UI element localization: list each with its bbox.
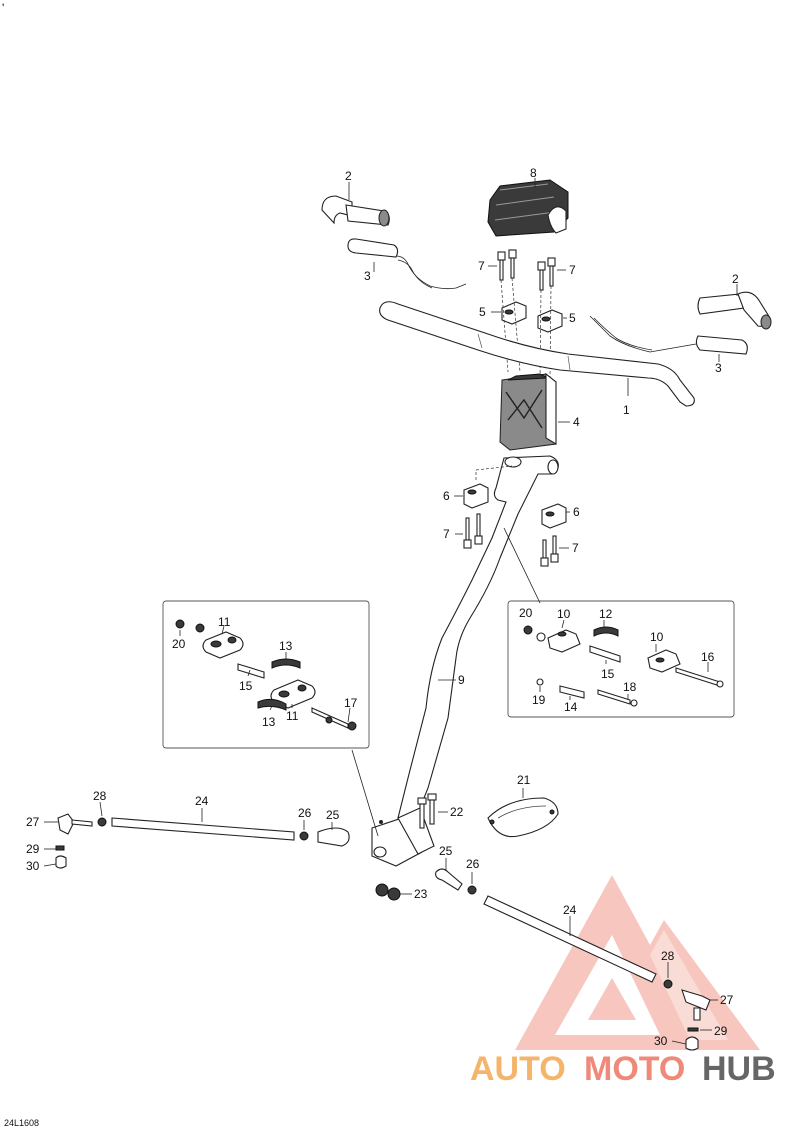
corner-mark: ' xyxy=(2,1,4,15)
callout-11-upper: 11 xyxy=(218,615,231,629)
callout-15-right: 15 xyxy=(601,667,615,681)
callout-14: 14 xyxy=(564,700,578,714)
callout-27-left: 27 xyxy=(26,815,40,829)
callout-7-upper-right: 7 xyxy=(569,263,576,277)
callout-24-left: 24 xyxy=(195,794,209,808)
part-2-grip-right xyxy=(697,291,772,330)
detail-left-parts xyxy=(175,619,357,731)
callout-12: 12 xyxy=(599,607,613,621)
callout-23: 23 xyxy=(414,887,428,901)
part-1-handlebar xyxy=(379,301,695,407)
part-5-clamp-right xyxy=(537,309,563,333)
part-8-handlebar-cover xyxy=(487,179,569,237)
part-24-tie-rod-left xyxy=(55,813,350,869)
callout-29-right: 29 xyxy=(714,1024,728,1038)
part-7-bolts-upper-left xyxy=(497,249,517,281)
callout-25-left: 25 xyxy=(326,808,340,822)
watermark-moto: MOTO xyxy=(584,1050,685,1088)
callout-6-right: 6 xyxy=(573,505,580,519)
callout-17: 17 xyxy=(344,696,358,710)
detail-box-right xyxy=(507,600,735,718)
callout-26-left: 26 xyxy=(298,806,312,820)
part-6-clamp-left xyxy=(463,483,489,509)
callout-30-right: 30 xyxy=(654,1034,668,1048)
callout-24-right: 24 xyxy=(563,903,577,917)
callout-29-left: 29 xyxy=(26,842,40,856)
part-22-bolts xyxy=(417,793,437,829)
part-4-riser-block xyxy=(499,372,557,451)
watermark-auto: AUTO xyxy=(470,1050,566,1088)
callout-20-right: 20 xyxy=(519,606,533,620)
part-9-steering-column xyxy=(371,455,559,867)
part-3-heated-grip-left xyxy=(347,238,467,290)
callout-20-left: 20 xyxy=(172,637,186,651)
part-7-bolts-lower-right xyxy=(540,535,559,567)
callout-15-left: 15 xyxy=(239,679,253,693)
part-2-grip-left xyxy=(321,195,390,227)
callout-9: 9 xyxy=(458,673,465,687)
callout-3-right: 3 xyxy=(715,361,722,375)
part-7-bolts-lower-left xyxy=(463,513,483,549)
callout-10-left: 10 xyxy=(557,607,571,621)
callout-25-right: 25 xyxy=(439,844,453,858)
part-5-clamp-left xyxy=(501,301,527,325)
callout-3: 3 xyxy=(364,269,371,283)
detail-box-left xyxy=(162,600,370,749)
callout-5-right: 5 xyxy=(569,311,576,325)
callout-16: 16 xyxy=(701,650,715,664)
callout-28-left: 28 xyxy=(93,789,107,803)
part-7-bolts-upper-right xyxy=(537,257,556,291)
callout-11-lower: 11 xyxy=(286,709,299,723)
callout-4: 4 xyxy=(573,415,580,429)
part-6-clamp-right xyxy=(541,503,567,529)
callout-21: 21 xyxy=(517,773,531,787)
part-23-nuts xyxy=(375,883,401,901)
callout-18: 18 xyxy=(623,680,637,694)
part-24-tie-rod-right xyxy=(435,868,711,1051)
callout-28-right: 28 xyxy=(661,949,675,963)
diagram-code: 24L1608 xyxy=(4,1118,39,1128)
watermark-hub: HUB xyxy=(702,1050,776,1088)
callout-2-right: 2 xyxy=(732,272,739,286)
watermark-text: AUTO MOTO HUB xyxy=(470,1050,776,1088)
callout-13-lower: 13 xyxy=(262,715,276,729)
callout-26-right: 26 xyxy=(466,857,480,871)
callout-13-upper: 13 xyxy=(279,639,293,653)
callout-27-right: 27 xyxy=(720,993,734,1007)
callout-7-lower-left: 7 xyxy=(443,527,450,541)
callout-7-lower-right: 7 xyxy=(572,541,579,555)
callout-19: 19 xyxy=(532,693,546,707)
callout-2: 2 xyxy=(345,169,352,183)
detail-right-parts xyxy=(523,625,724,707)
callout-1: 1 xyxy=(623,403,630,417)
callout-10-right: 10 xyxy=(650,630,664,644)
callout-7-upper-left: 7 xyxy=(478,259,485,273)
callout-5-left: 5 xyxy=(479,305,486,319)
callout-30-left: 30 xyxy=(26,859,40,873)
callout-8: 8 xyxy=(530,166,537,180)
callout-22: 22 xyxy=(450,805,464,819)
callout-6-left: 6 xyxy=(443,489,450,503)
part-21-plate xyxy=(487,797,559,838)
part-3-heated-grip-right xyxy=(589,315,748,355)
